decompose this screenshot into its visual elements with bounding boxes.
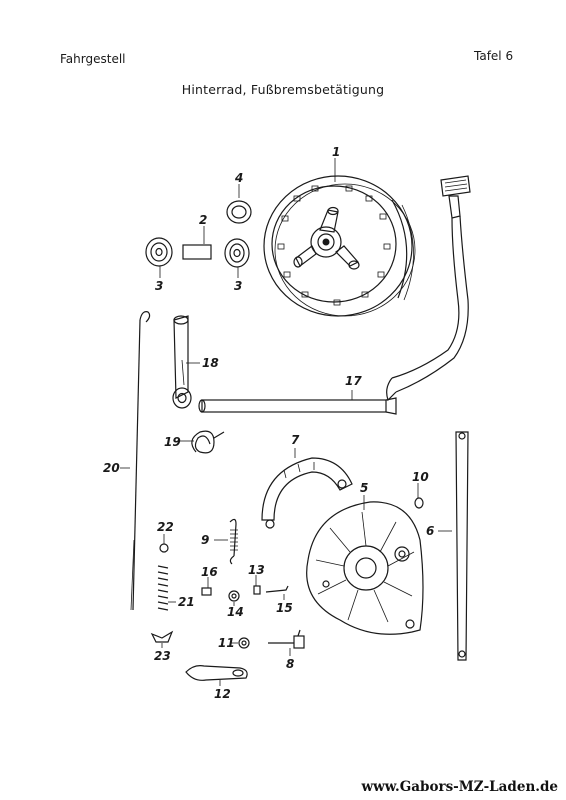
label-6: 6	[426, 524, 434, 538]
part-pin-15	[265, 585, 289, 593]
label-21: 21	[178, 595, 195, 609]
part-clip	[414, 497, 424, 509]
part-torsion-spring	[191, 430, 225, 454]
part-13	[253, 585, 261, 595]
part-lever-arm	[172, 315, 192, 409]
label-16: 16	[201, 565, 218, 579]
label-11: 11	[218, 636, 235, 650]
part-wheel-hub	[263, 175, 416, 317]
part-nut-11	[238, 637, 250, 649]
part-bearing-right	[224, 238, 250, 268]
label-1: 1	[332, 145, 340, 159]
website-url: www.Gabors-MZ-Laden.de	[361, 779, 558, 795]
part-brake-shoe	[261, 457, 353, 529]
part-brake-rod	[130, 311, 151, 611]
label-5: 5	[360, 481, 368, 495]
part-brake-lever	[185, 665, 248, 681]
label-17: 17	[345, 374, 362, 388]
part-brake-plate	[306, 501, 424, 635]
section-title: Fahrgestell	[60, 52, 126, 66]
label-10: 10	[412, 470, 429, 484]
diagram-title: Hinterrad, Fußbremsbetätigung	[181, 82, 385, 97]
label-18: 18	[202, 356, 219, 370]
part-washer-22	[159, 543, 169, 553]
label-22: 22	[157, 520, 174, 534]
label-9: 9	[201, 533, 209, 547]
label-14: 14	[227, 605, 244, 619]
label-7: 7	[291, 433, 300, 447]
part-oil-seal	[226, 200, 252, 224]
label-2: 2	[199, 213, 207, 227]
label-19: 19	[164, 435, 181, 449]
part-brake-shaft	[198, 397, 397, 415]
part-torque-arm	[455, 431, 469, 661]
label-20: 20	[103, 461, 120, 475]
plate-number: Tafel 6	[474, 49, 514, 63]
label-15: 15	[276, 601, 293, 615]
label-4: 4	[234, 171, 243, 185]
label-3-right: 3	[234, 279, 242, 293]
label-12: 12	[214, 687, 231, 701]
part-spacer-sleeve	[182, 244, 212, 260]
part-adjuster-bolt	[268, 629, 305, 649]
label-8: 8	[286, 657, 294, 671]
label-23: 23	[154, 649, 171, 663]
label-3-left: 3	[155, 279, 163, 293]
label-13: 13	[248, 563, 265, 577]
part-nut-14	[228, 590, 240, 602]
part-wing-nut	[150, 630, 174, 643]
part-tension-spring	[229, 518, 238, 565]
part-compression-spring	[157, 565, 169, 611]
part-brake-pedal	[386, 175, 471, 402]
leader-lines	[120, 158, 452, 686]
part-16	[201, 587, 212, 596]
part-bearing-left	[145, 237, 173, 267]
